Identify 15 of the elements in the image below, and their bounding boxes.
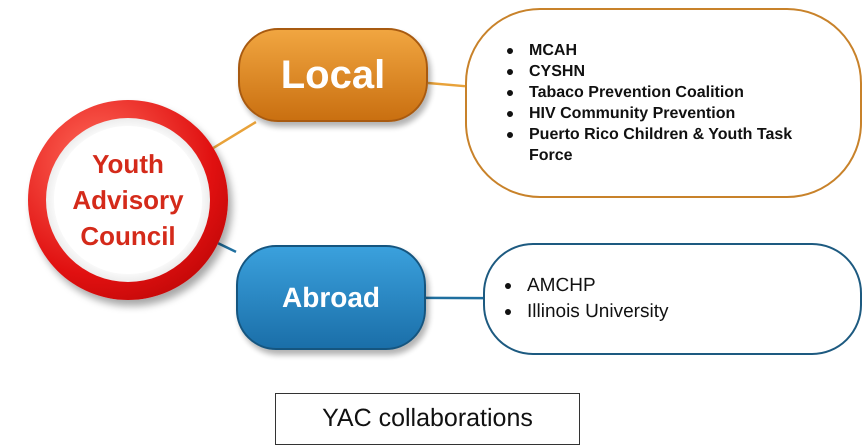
caption-text: YAC collaborations — [322, 403, 533, 434]
list-item: Tabaco Prevention Coalition — [529, 83, 745, 103]
list-item: Puerto Rico Children & Youth Task Force — [529, 125, 794, 166]
node-title: Youth Advisory Council — [71, 148, 185, 253]
category-label: Local — [280, 52, 386, 99]
list-item: AMCHP — [527, 274, 596, 298]
list-item: CYSHN — [529, 62, 586, 82]
category-label: Abroad — [282, 280, 380, 314]
list-item: HIV Community Prevention — [529, 104, 736, 124]
connector-line — [212, 120, 257, 149]
list-item: Illinois University — [527, 300, 668, 324]
connector-line — [426, 296, 483, 300]
connector-line — [218, 242, 237, 253]
list-item: MCAH — [529, 41, 578, 61]
connector-line — [428, 82, 466, 88]
